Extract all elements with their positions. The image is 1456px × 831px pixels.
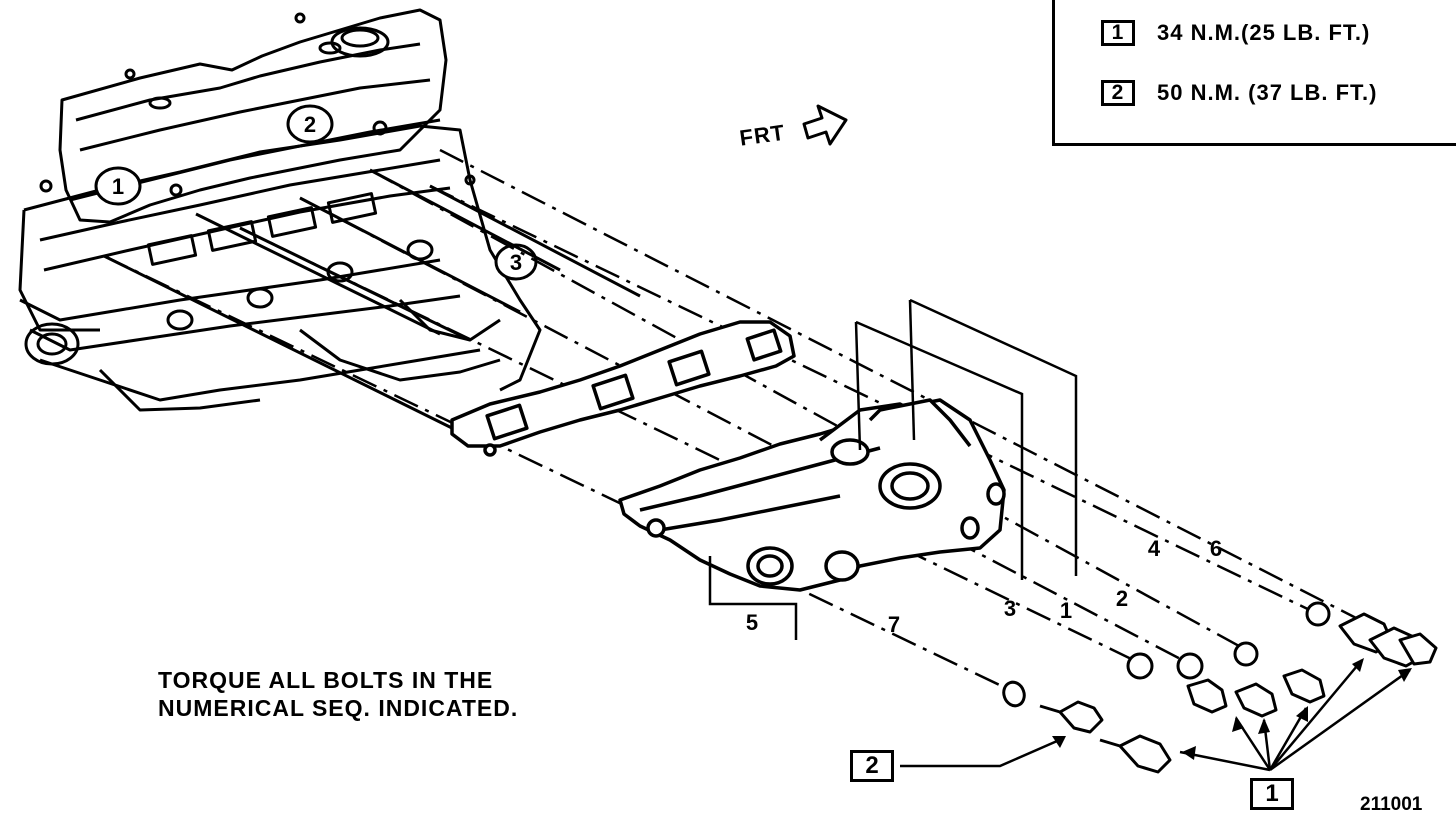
seq-label-5: 5: [746, 610, 758, 635]
legend-key-2: 2: [1101, 80, 1135, 106]
callout-key-2: 2: [850, 750, 894, 782]
svg-text:3: 3: [510, 250, 522, 275]
bolts: [1039, 612, 1438, 774]
torque-sequence-note: TORQUE ALL BOLTS IN THE NUMERICAL SEQ. I…: [158, 666, 518, 722]
alignment-lines: [103, 148, 1361, 692]
stud-lines: [103, 168, 641, 434]
callout-arrowheads: [1052, 658, 1412, 760]
svg-text:2: 2: [304, 112, 316, 137]
torque-legend: 1 34 N.M.(25 LB. FT.) 2 50 N.M. (37 LB. …: [1052, 0, 1456, 146]
callout-leaders: [900, 659, 1411, 772]
exhaust-manifold: [618, 398, 1006, 592]
seq-label-6: 6: [1210, 536, 1222, 561]
head-marker-3: 3: [494, 243, 538, 281]
callout-key-1: 1: [1250, 778, 1294, 810]
front-arrow-icon: [802, 104, 848, 146]
note-line-1: TORQUE ALL BOLTS IN THE: [158, 667, 494, 693]
seq-label-4: 4: [1148, 536, 1161, 561]
legend-row-1: 1 34 N.M.(25 LB. FT.): [1101, 20, 1370, 46]
head-marker-2: 2: [286, 104, 334, 144]
manifold-gasket: [450, 320, 796, 457]
engine-block: [18, 8, 542, 412]
seq-label-1: 1: [1060, 598, 1072, 623]
note-line-2: NUMERICAL SEQ. INDICATED.: [158, 695, 519, 721]
seq-label-7: 7: [888, 612, 900, 637]
legend-text-1: 34 N.M.(25 LB. FT.): [1157, 20, 1371, 45]
svg-text:1: 1: [112, 174, 124, 199]
seq-label-3: 3: [1004, 596, 1016, 621]
seq-label-2: 2: [1116, 586, 1128, 611]
washers: [1002, 601, 1331, 708]
figure-number: 211001: [1360, 794, 1423, 815]
legend-row-2: 2 50 N.M. (37 LB. FT.): [1101, 80, 1377, 106]
head-marker-1: 1: [94, 166, 142, 206]
legend-key-1: 1: [1101, 20, 1135, 46]
legend-text-2: 50 N.M. (37 LB. FT.): [1157, 80, 1378, 105]
sequence-brackets: [708, 298, 1078, 640]
